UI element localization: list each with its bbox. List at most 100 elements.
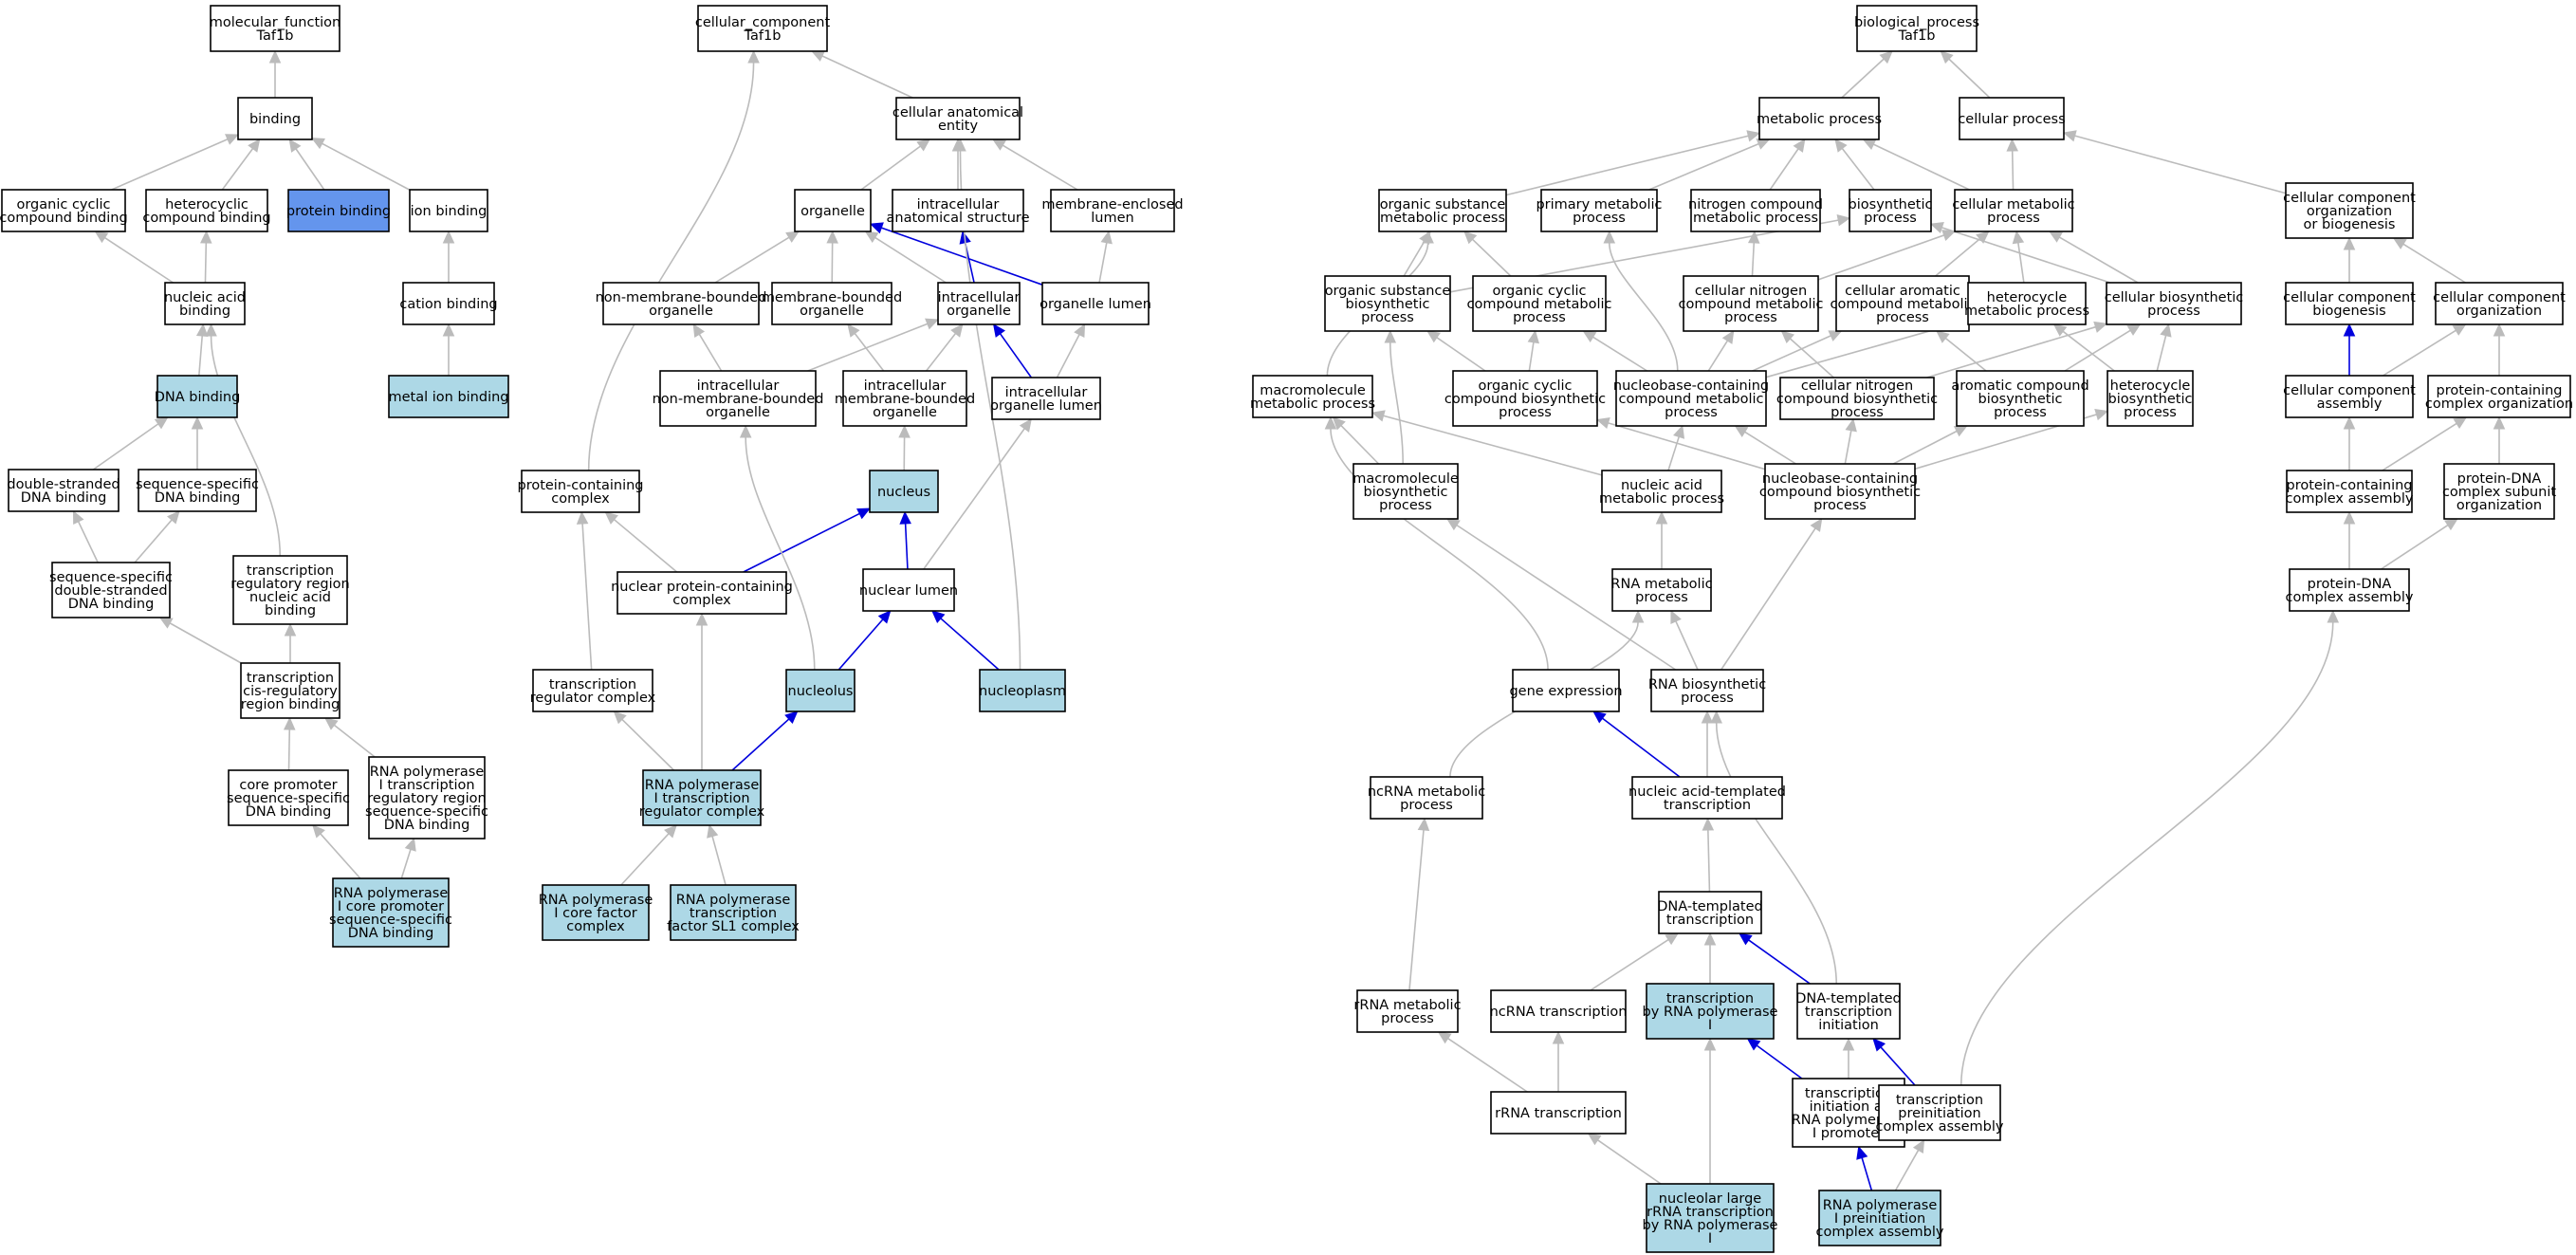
go-term-ncrna-transcription[interactable]: ncRNA transcription [1490, 989, 1628, 1033]
go-term-dna-binding[interactable]: DNA binding [155, 375, 241, 418]
go-term-metabolic-process[interactable]: metabolic process [1757, 97, 1882, 140]
term-label-line: complex assembly [1816, 1225, 1944, 1240]
go-term-metal-ion-binding[interactable]: metal ion binding [388, 375, 509, 418]
go-term-nucleolus[interactable]: nucleolus [785, 669, 856, 712]
go-term-gene-expression[interactable]: gene expression [1509, 669, 1623, 712]
edge-line [221, 148, 254, 191]
go-term-protein-binding[interactable]: protein binding [286, 189, 391, 232]
go-term-cellular-process[interactable]: cellular process [1958, 97, 2066, 140]
edge-nuclear_lumen-to-nucleus [899, 510, 911, 570]
term-label-line: cellular biosynthetic [2105, 290, 2244, 305]
go-term-organelle[interactable]: organelle [794, 189, 872, 232]
go-term-cation-binding[interactable]: cation binding [399, 282, 498, 325]
arrowhead [404, 837, 416, 852]
go-term-binding[interactable]: binding [237, 97, 313, 140]
go-term-nucleus[interactable]: nucleus [869, 470, 939, 513]
go-term-rrna-transcription[interactable]: rRNA transcription [1490, 1091, 1627, 1135]
go-term-intracellular-non-membrane-bounded-organelle[interactable]: intracellularnon-membrane-boundedorganel… [653, 370, 824, 427]
go-term-nuclear-lumen[interactable]: nuclear lumen [859, 568, 958, 612]
edge-cellular_biosynthetic_process-to-cellular_metabolic_process [2048, 231, 2139, 284]
term-label-line: transcription [1666, 991, 1754, 1006]
term-label-line: compound metabolic [1679, 297, 1824, 312]
edge-line [1592, 336, 1648, 372]
arrowhead [1953, 425, 1968, 437]
edge-pol_transcription_factor_sl1_complex-to-pol1_transcription_regulator_complex [707, 823, 727, 886]
edge-line [197, 335, 204, 377]
go-term-organelle-lumen[interactable]: organelle lumen [1040, 282, 1151, 325]
term-box [1370, 776, 1483, 820]
go-term-nucleoplasm[interactable]: nucleoplasm [979, 669, 1066, 712]
edge-line [1948, 58, 1991, 99]
go-term-ion-binding[interactable]: ion binding [409, 189, 488, 232]
term-box [8, 469, 120, 512]
